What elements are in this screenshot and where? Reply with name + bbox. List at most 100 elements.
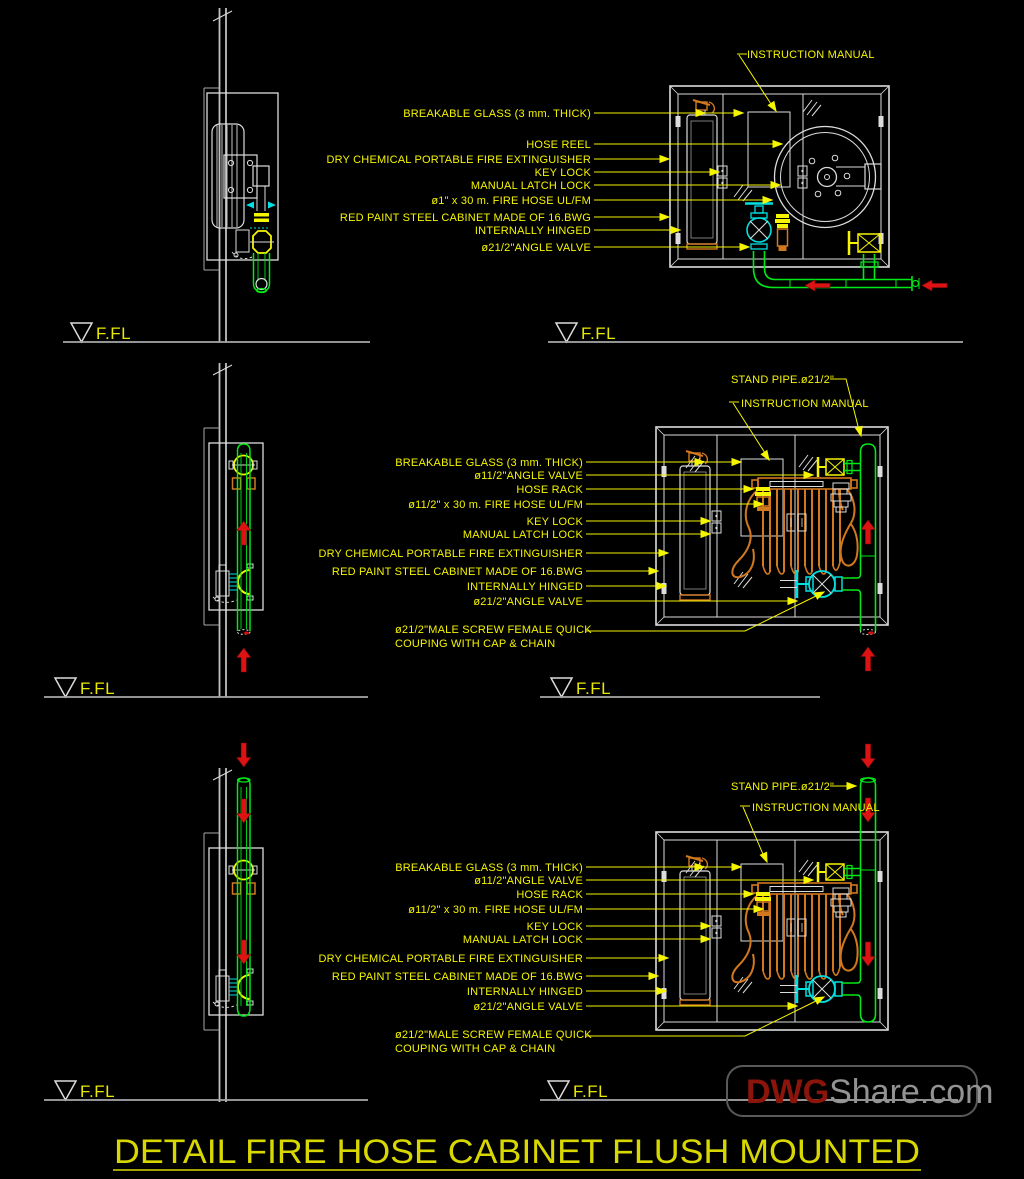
key-lock-icon — [711, 510, 722, 534]
rack-bracket-icon — [246, 477, 256, 490]
label-key-lock: KEY LOCK — [535, 167, 592, 179]
label-fire-hose: ø11/2" x 30 m. FIRE HOSE UL/FM — [408, 904, 583, 916]
label-angle-valve-21-2: ø21/2"ANGLE VALVE — [473, 596, 583, 608]
ffl-label: F.FL — [581, 324, 616, 343]
callout-instruction-manual: INSTRUCTION MANUAL — [752, 802, 880, 814]
level-marker-icon — [547, 1080, 570, 1101]
coupling-stack — [830, 482, 852, 513]
valve-pipe-link — [844, 459, 861, 475]
callout-stand-pipe: STAND PIPE.ø21/2" — [731, 781, 834, 793]
label-angle-valve-21-2: ø21/2"ANGLE VALVE — [473, 1001, 583, 1013]
label-extinguisher: DRY CHEMICAL PORTABLE FIRE EXTINGUISHER — [318, 953, 583, 965]
angle-valve-icon — [816, 457, 845, 477]
lower-valve-side-icon — [237, 569, 251, 595]
level-marker-icon — [54, 1080, 77, 1101]
label-hose-rack: HOSE RACK — [516, 889, 583, 901]
rack-bracket-icon — [231, 477, 242, 490]
label-steel-cabinet: RED PAINT STEEL CABINET MADE OF 16.BWG — [332, 971, 583, 983]
label-angle-valve-11-2: ø11/2"ANGLE VALVE — [474, 470, 583, 482]
hose-reel-front — [773, 125, 882, 229]
ffl-label: F.FL — [576, 679, 611, 698]
flow-arrow-left — [804, 279, 831, 292]
callout-leaders-middle — [729, 378, 865, 463]
hinge-icon — [675, 116, 681, 127]
supply-piping — [752, 251, 920, 291]
level-marker-icon — [550, 677, 573, 698]
label-internally-hinged: INTERNALLY HINGED — [467, 986, 583, 998]
hinge-icon — [877, 466, 883, 477]
leader-lines-top — [594, 53, 783, 251]
lock-latch-pair — [786, 513, 807, 532]
svg-text:DWGShare.com: DWGShare.com — [746, 1073, 994, 1111]
callout-instruction-manual: INSTRUCTION MANUAL — [747, 49, 875, 61]
angle-valve-side-icon — [252, 230, 272, 254]
ffl-label: F.FL — [573, 1082, 608, 1101]
flow-arrow-down — [860, 941, 876, 967]
label-breakable-glass: BREAKABLE GLASS (3 mm. THICK) — [395, 457, 583, 469]
label-steel-cabinet: RED PAINT STEEL CABINET MADE OF 16.BWG — [332, 566, 583, 578]
label-angle-valve: ø21/2"ANGLE VALVE — [481, 242, 591, 254]
flow-arrow-down — [236, 939, 252, 965]
ffl-label: F.FL — [96, 324, 131, 343]
label-extinguisher: DRY CHEMICAL PORTABLE FIRE EXTINGUISHER — [318, 548, 583, 560]
level-marker-icon — [555, 322, 578, 343]
key-lock-icon — [717, 165, 808, 189]
level-marker-icon — [70, 322, 93, 343]
label-hose-reel: HOSE REEL — [526, 139, 591, 151]
hinge-icon — [661, 466, 667, 477]
label-key-lock: KEY LOCK — [527, 516, 584, 528]
label-coupling-cap-chain: COUPING WITH CAP & CHAIN — [395, 638, 555, 650]
label-manual-latch-lock: MANUAL LATCH LOCK — [463, 529, 584, 541]
label-internally-hinged: INTERNALLY HINGED — [475, 225, 591, 237]
label-steel-cabinet: RED PAINT STEEL CABINET MADE OF 16.BWG — [340, 212, 591, 224]
hinge-icon — [661, 583, 667, 594]
extinguisher-bracket-side — [212, 564, 238, 603]
side-view-hose-reel — [203, 8, 279, 342]
callout-instruction-manual: INSTRUCTION MANUAL — [741, 398, 869, 410]
tee-link — [842, 573, 862, 595]
label-manual-latch-lock: MANUAL LATCH LOCK — [471, 180, 592, 192]
instruction-manual-holder — [747, 111, 791, 188]
side-pipe-feed-above — [236, 777, 251, 1017]
extinguisher-bracket-side — [231, 229, 253, 260]
flow-arrow-up — [236, 520, 252, 546]
section-top: BREAKABLE GLASS (3 mm. THICK) HOSE REEL … — [63, 8, 963, 343]
label-extinguisher: DRY CHEMICAL PORTABLE FIRE EXTINGUISHER — [326, 154, 591, 166]
section-middle: BREAKABLE GLASS (3 mm. THICK) ø11/2"ANGL… — [44, 363, 889, 698]
hinge-icon — [878, 116, 884, 127]
label-hose-rack: HOSE RACK — [516, 484, 583, 496]
side-view-hose-rack — [203, 363, 264, 697]
flow-arrow-down — [236, 798, 252, 824]
hose-nozzle-icon — [775, 214, 790, 251]
ffl-label: F.FL — [80, 1082, 115, 1101]
drawing-title: DETAIL FIRE HOSE CABINET FLUSH MOUNTED — [114, 1133, 920, 1171]
hinge-icon — [675, 233, 681, 244]
hinge-icon — [878, 233, 884, 244]
angle-valve-icon — [847, 231, 881, 255]
flow-arrow-down — [236, 742, 252, 768]
flow-arrow-up — [236, 647, 252, 673]
stand-pipe-feed-above — [859, 777, 877, 1023]
label-coupling-cap-chain: COUPING WITH CAP & CHAIN — [395, 1043, 555, 1055]
flow-arrow-up — [860, 646, 876, 672]
label-internally-hinged: INTERNALLY HINGED — [467, 581, 583, 593]
section-bottom: BREAKABLE GLASS (3 mm. THICK) ø11/2"ANGL… — [44, 742, 958, 1103]
label-manual-latch-lock: MANUAL LATCH LOCK — [463, 934, 584, 946]
front-view-hose-reel-cabinet — [669, 85, 948, 292]
front-view-hose-rack-cabinet — [655, 426, 889, 626]
hinge-icon — [877, 583, 883, 594]
label-male-screw-coupling: ø21/2"MALE SCREW FEMALE QUICK — [395, 624, 592, 636]
callout-stand-pipe: STAND PIPE.ø21/2" — [731, 374, 834, 386]
label-fire-hose: ø11/2" x 30 m. FIRE HOSE UL/FM — [408, 499, 583, 511]
label-breakable-glass: BREAKABLE GLASS (3 mm. THICK) — [403, 108, 591, 120]
gate-valve-icon — [745, 202, 773, 250]
ffl-label: F.FL — [80, 679, 115, 698]
label-angle-valve-11-2: ø11/2"ANGLE VALVE — [474, 875, 583, 887]
watermark-gray-text: Share.com — [829, 1073, 993, 1111]
flow-arrow-down — [860, 743, 876, 769]
callout-leaders-bottom — [740, 782, 857, 864]
watermark: DWGShare.com — [726, 1065, 994, 1117]
label-male-screw-coupling: ø21/2"MALE SCREW FEMALE QUICK — [395, 1029, 592, 1041]
flow-arrow-left — [921, 279, 948, 292]
